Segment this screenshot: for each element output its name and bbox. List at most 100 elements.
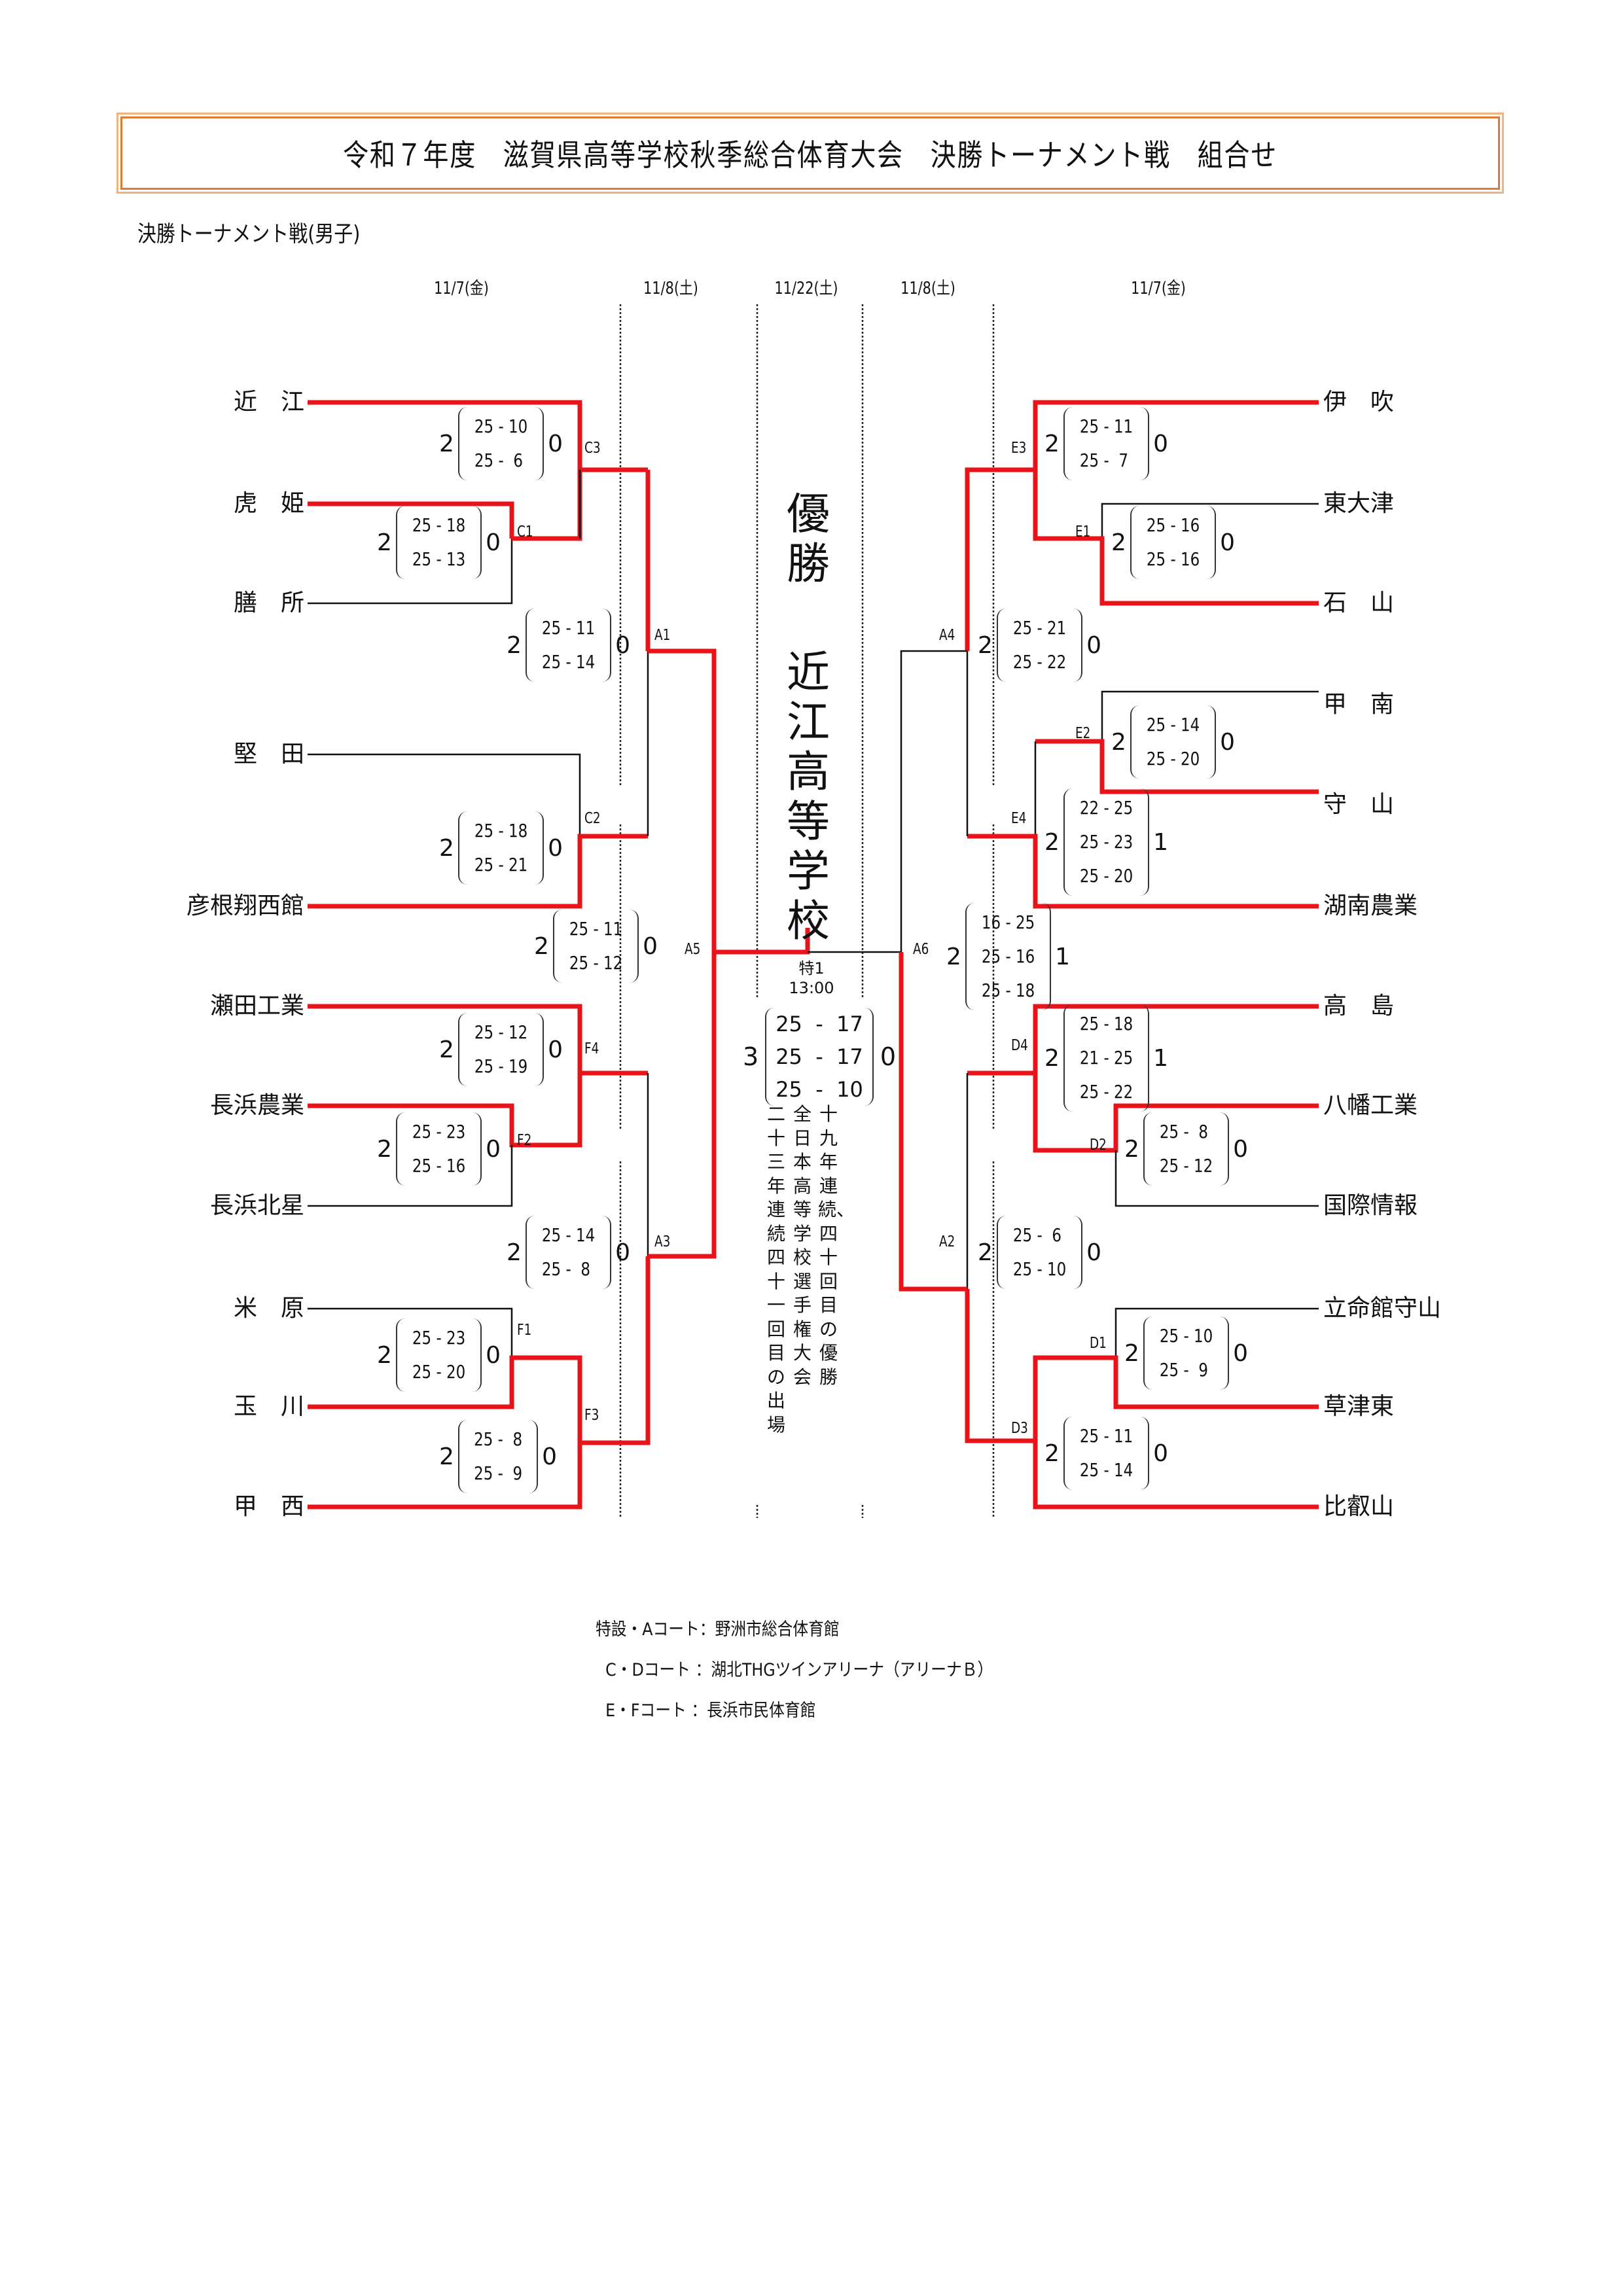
sets-won: 2 bbox=[507, 1239, 522, 1266]
date-left-r2: 11/8(土) bbox=[643, 279, 698, 298]
team-right: 守 山 bbox=[1323, 791, 1395, 818]
bracket-line bbox=[1033, 400, 1319, 470]
set-score: 25 - 14 bbox=[1079, 1459, 1133, 1481]
set-score: 25 - 23 bbox=[1079, 831, 1133, 853]
venue-item: 特設・Aコート：野洲市総合体育館 bbox=[596, 1619, 840, 1640]
sets-won: 2 bbox=[439, 430, 454, 457]
sets-won: 2 bbox=[1044, 1439, 1060, 1467]
sets-lost: 0 bbox=[548, 834, 563, 862]
match-label: D2 bbox=[1090, 1137, 1107, 1154]
team-right: 国際情報 bbox=[1323, 1192, 1418, 1219]
set-score: 25 - 16 bbox=[981, 945, 1035, 967]
set-score: 25 - 17 bbox=[776, 1012, 863, 1036]
champion-banner: 優勝 近江高等学校 bbox=[779, 489, 838, 946]
set-score: 25 - 8 bbox=[474, 1428, 523, 1450]
sets-lost: 0 bbox=[486, 529, 501, 556]
bracket-line bbox=[1033, 470, 1319, 606]
team-right: 甲 南 bbox=[1323, 691, 1395, 718]
set-score: 25 - 9 bbox=[474, 1462, 523, 1484]
sets-lost: 0 bbox=[1233, 1339, 1248, 1367]
match-label: A5 bbox=[685, 941, 701, 958]
date-right-r1: 11/7(金) bbox=[1131, 279, 1186, 298]
sets-won: 2 bbox=[377, 1341, 392, 1369]
match-label: A2 bbox=[939, 1233, 955, 1250]
final-match-time: 13:00 bbox=[789, 979, 834, 997]
team-left: 膳 所 bbox=[233, 590, 304, 616]
set-score: 25 - 10 bbox=[474, 415, 528, 437]
record-line: 全日本高等学校選手権大会 bbox=[793, 1103, 812, 1388]
match-label: E4 bbox=[1011, 810, 1027, 827]
sets-lost: 0 bbox=[643, 932, 658, 960]
team-right: 立命館守山 bbox=[1323, 1295, 1442, 1322]
set-score: 25 - 6 bbox=[474, 450, 523, 471]
sets-won: 2 bbox=[439, 834, 454, 862]
bracket-line bbox=[308, 1307, 513, 1358]
set-score: 25 - 9 bbox=[1159, 1359, 1208, 1381]
team-right: 石 山 bbox=[1323, 590, 1395, 616]
team-left: 堅 田 bbox=[233, 741, 304, 768]
champion-team: 近江高等学校 bbox=[787, 647, 830, 946]
team-right: 伊 吹 bbox=[1323, 389, 1395, 415]
set-score: 25 - 13 bbox=[412, 548, 466, 570]
set-score: 25 - 20 bbox=[412, 1361, 466, 1383]
team-right: 比叡山 bbox=[1323, 1493, 1395, 1520]
set-score: 25 - 12 bbox=[474, 1021, 528, 1043]
sets-lost: 0 bbox=[1086, 631, 1101, 659]
bracket-line bbox=[967, 834, 1319, 909]
sets-won: 2 bbox=[1044, 430, 1060, 457]
team-left: 長浜北星 bbox=[209, 1192, 304, 1219]
record-line: 十九年連続、四十回目の優勝 bbox=[818, 1103, 855, 1388]
sets-lost: 0 bbox=[542, 1443, 558, 1470]
bracket-line bbox=[308, 501, 514, 539]
set-score: 16 - 25 bbox=[981, 911, 1035, 933]
set-score: 25 - 16 bbox=[1146, 514, 1200, 536]
venue-item: C・Dコート ：湖北THGツインアリーナ（アリーナＢ） bbox=[596, 1660, 993, 1680]
team-left: 近 江 bbox=[233, 389, 304, 415]
match-label: E1 bbox=[1075, 523, 1091, 540]
set-score: 25 - 23 bbox=[412, 1327, 466, 1349]
champion-record: 十九年連続、四十回目の優勝 全日本高等学校選手権大会 二十三年連続四十一回目の出… bbox=[766, 1103, 855, 1437]
set-score: 25 - 10 bbox=[776, 1077, 863, 1102]
set-score: 25 - 21 bbox=[1012, 617, 1067, 639]
team-left: 瀬田工業 bbox=[209, 993, 304, 1019]
team-left: 甲 西 bbox=[233, 1493, 304, 1520]
team-left: 玉 川 bbox=[233, 1393, 304, 1420]
set-score: 25 - 16 bbox=[412, 1155, 466, 1176]
set-score: 25 - 12 bbox=[569, 952, 623, 974]
sets-won: 2 bbox=[1044, 828, 1060, 856]
set-score: 25 - 16 bbox=[1146, 548, 1200, 570]
venue-item: E・Fコート ：長浜市民体育館 bbox=[596, 1701, 816, 1721]
set-score: 25 - 12 bbox=[1159, 1155, 1213, 1176]
set-score: 25 - 11 bbox=[1079, 415, 1133, 437]
set-score: 25 - 10 bbox=[1159, 1325, 1213, 1347]
team-left: 米 原 bbox=[233, 1295, 304, 1322]
set-score: 25 - 11 bbox=[541, 617, 596, 639]
sets-lost: 0 bbox=[548, 1036, 563, 1063]
set-score: 22 - 25 bbox=[1079, 797, 1133, 819]
sets-won: 2 bbox=[1124, 1339, 1139, 1367]
match-label: D4 bbox=[1011, 1037, 1028, 1054]
match-label: F4 bbox=[584, 1040, 599, 1057]
bracket-line bbox=[1115, 1150, 1319, 1207]
set-score: 25 - 18 bbox=[981, 980, 1035, 1001]
team-left: 虎 姫 bbox=[233, 490, 304, 517]
bracket-line bbox=[967, 1004, 1319, 1076]
match-label: A1 bbox=[654, 627, 671, 644]
team-left: 彦根翔西館 bbox=[186, 892, 304, 919]
bracket-line bbox=[1033, 1355, 1319, 1441]
sets-lost: 0 bbox=[548, 430, 563, 457]
bracket-line bbox=[308, 753, 581, 836]
sets-lost: 0 bbox=[1220, 728, 1235, 756]
match-label: C2 bbox=[584, 810, 601, 827]
bracket-line bbox=[899, 952, 967, 1292]
